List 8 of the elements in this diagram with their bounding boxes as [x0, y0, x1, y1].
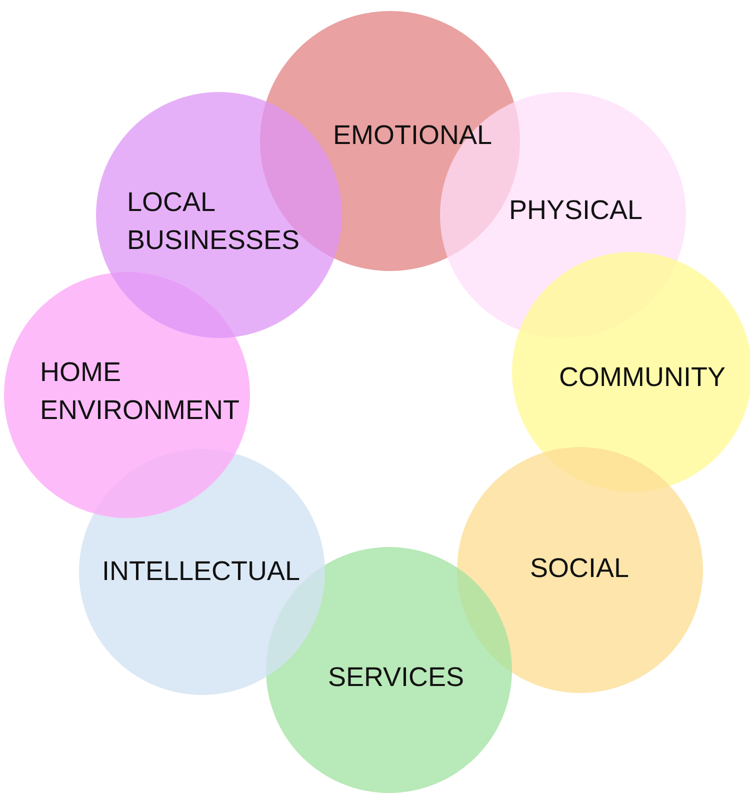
- circle-label: PHYSICAL: [509, 194, 643, 227]
- circle-label: COMMUNITY: [559, 361, 726, 394]
- circle-label: SERVICES: [328, 661, 464, 694]
- circle-label: HOME ENVIRONMENT: [40, 356, 241, 427]
- circle-label: EMOTIONAL: [333, 119, 492, 152]
- circle-label: LOCAL BUSINESSES: [127, 186, 301, 257]
- circle-label: INTELLECTUAL: [102, 555, 300, 588]
- circle-label: SOCIAL: [530, 552, 630, 585]
